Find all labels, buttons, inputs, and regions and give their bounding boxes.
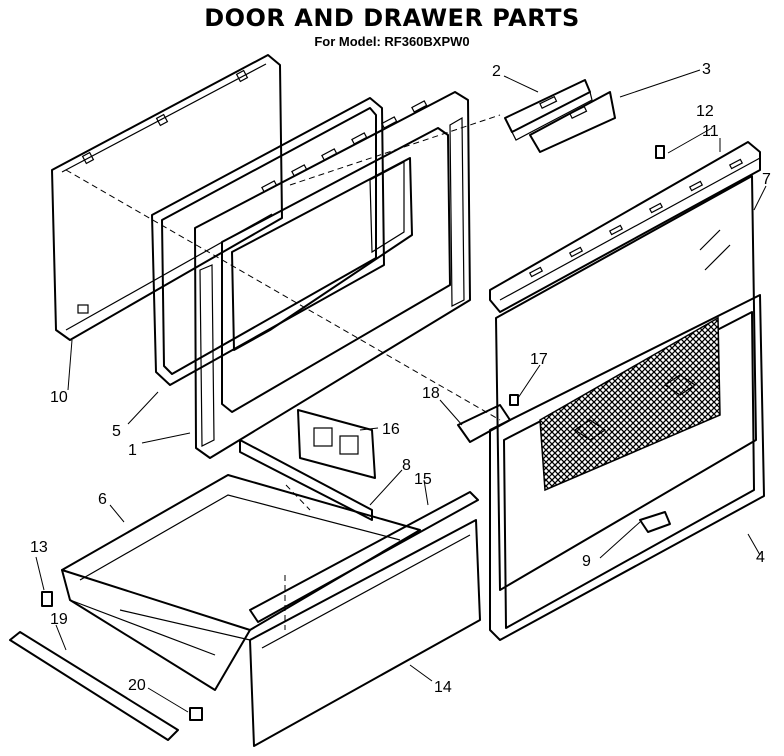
page-title: DOOR AND DRAWER PARTS (204, 4, 580, 32)
hinge-rod (457, 404, 511, 443)
assembly-guide-lines (65, 114, 501, 630)
label-13: 13 (30, 539, 48, 556)
label-16: 16 (382, 421, 400, 438)
leader-lines (35, 69, 767, 713)
drawer-body (61, 474, 421, 691)
label-11: 11 (702, 123, 719, 140)
label-20: 20 (128, 677, 146, 694)
label-9: 9 (582, 553, 591, 570)
label-15: 15 (414, 471, 432, 488)
door-top-trim (489, 141, 761, 313)
outer-door-panel (51, 54, 283, 341)
vent-trim (529, 91, 616, 153)
side-bracket (41, 591, 53, 607)
label-8: 8 (402, 457, 411, 474)
slide-clip (189, 707, 203, 721)
door-clip (655, 145, 665, 159)
inner-door-liner (194, 91, 471, 459)
label-17: 17 (530, 351, 548, 368)
label-14: 14 (434, 679, 452, 696)
shield-plate (297, 409, 376, 479)
drawer-front (249, 519, 481, 747)
hinge-bracket (504, 79, 593, 141)
hinge-clip (509, 394, 519, 406)
label-10: 10 (50, 389, 68, 406)
part-number-labels: 10 5 1 2 3 12 11 7 17 18 16 8 15 6 13 19… (30, 61, 771, 696)
outer-door-frame (489, 294, 765, 641)
label-5: 5 (112, 423, 121, 440)
label-19: 19 (50, 611, 68, 628)
label-4: 4 (756, 549, 765, 566)
door-strip (239, 439, 373, 521)
door-latch (639, 511, 671, 533)
door-gasket (151, 97, 385, 386)
label-6: 6 (98, 491, 107, 508)
label-3: 3 (702, 61, 711, 78)
label-1: 1 (128, 442, 137, 459)
label-7: 7 (762, 171, 771, 188)
label-12: 12 (696, 103, 714, 120)
model-subtitle: For Model: RF360BXPW0 (314, 34, 470, 49)
label-18: 18 (422, 385, 440, 402)
drawer-slide (9, 631, 179, 741)
label-2: 2 (492, 63, 501, 80)
drawer-rail (249, 491, 479, 623)
